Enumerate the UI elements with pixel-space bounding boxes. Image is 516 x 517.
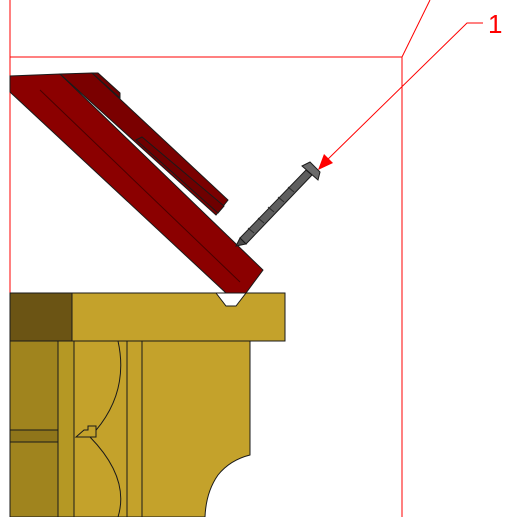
rafter-main: [9, 73, 264, 294]
callout-leader: [324, 22, 483, 163]
post-divider: [57, 340, 75, 517]
base-timber: [9, 292, 286, 517]
beam-end-grain: [9, 292, 73, 342]
roof-panel: [9, 72, 264, 294]
callout-1: 1: [318, 9, 502, 170]
left-post: [9, 340, 59, 517]
screw-tip: [235, 237, 248, 247]
tenon: [74, 425, 97, 438]
rafter-top-strip: [90, 72, 121, 100]
rafter-batten: [135, 136, 225, 214]
screw-shank: [239, 169, 313, 245]
callout-label: 1: [488, 9, 502, 39]
callout-arrowhead: [318, 154, 333, 170]
screw-head: [301, 161, 321, 181]
screw: [235, 161, 321, 247]
